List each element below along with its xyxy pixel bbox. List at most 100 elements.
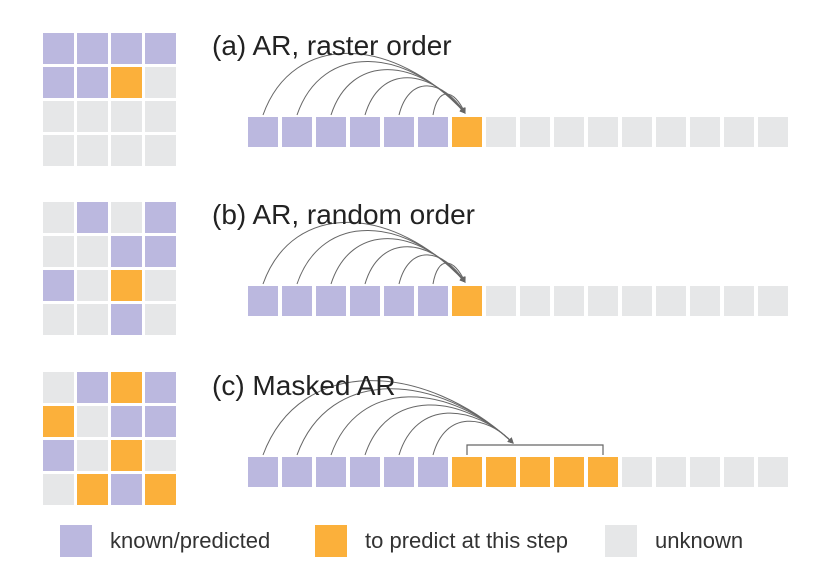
panel-a-token-known [350,117,380,147]
panel-a-grid-cell-unknown [145,101,176,132]
panel-c-token-unknown [690,457,720,487]
panel-b-token-known [418,286,448,316]
panel-c-token-known [248,457,278,487]
panel-c-token-known [418,457,448,487]
panel-b-token-unknown [554,286,584,316]
panel-b-token-known [350,286,380,316]
panel-a-grid-cell-known [43,33,74,64]
panel-c-target-bracket [466,444,604,455]
panel-a-token-known [248,117,278,147]
panel-c-token-known [350,457,380,487]
panel-b-token-unknown [656,286,686,316]
panel-c-grid-cell-known [145,372,176,403]
panel-a-token-unknown [622,117,652,147]
panel-b-dependency-arrow [364,246,466,285]
panel-a-grid-cell-predict [111,67,142,98]
panel-c-token-known [384,457,414,487]
panel-c-dependency-arrow [398,412,514,456]
panel-a-token-unknown [554,117,584,147]
panel-a-grid-cell-known [77,33,108,64]
panel-a-token-unknown [588,117,618,147]
panel-c-grid-cell-predict [111,372,142,403]
panel-b-grid-cell-predict [111,270,142,301]
panel-a-token-predict [452,117,482,147]
panel-c-grid-cell-unknown [43,372,74,403]
panel-c-token-unknown [656,457,686,487]
panel-c-grid-cell-unknown [77,440,108,471]
panel-a-token-unknown [758,117,788,147]
panel-b-grid-cell-unknown [145,304,176,335]
panel-a-token-unknown [486,117,516,147]
panel-a-token-unknown [690,117,720,147]
panel-b-token-known [316,286,346,316]
panel-a-token-known [384,117,414,147]
panel-c-token-unknown [724,457,754,487]
panel-b-token-unknown [588,286,618,316]
panel-a-title: (a) AR, raster order [212,30,452,61]
panel-a-dependency-arrow [432,93,466,116]
panel-a-grid-cell-unknown [77,101,108,132]
panel-c-token-unknown [622,457,652,487]
legend-unknown-swatch [605,525,637,557]
panel-c-grid-cell-unknown [43,474,74,505]
panel-b-grid-cell-known [111,304,142,335]
panel-a-grid-cell-known [145,33,176,64]
panel-a-token-unknown [656,117,686,147]
panel-a-token-known [282,117,312,147]
panel-c-grid-cell-unknown [77,406,108,437]
panel-c-token-predict [588,457,618,487]
legend-known-label: known/predicted [110,528,271,553]
panel-c-grid-cell-known [145,406,176,437]
panel-c-dependency-arrow [364,404,514,456]
panel-a-grid-cell-known [77,67,108,98]
panel-c-token-known [316,457,346,487]
panel-c-grid-cell-unknown [145,440,176,471]
legend-known-swatch [60,525,92,557]
panel-c-grid-cell-predict [77,474,108,505]
panel-a-grid-cell-known [111,33,142,64]
panel-b-grid-cell-known [145,202,176,233]
panel-c-token-known [282,457,312,487]
panel-a-grid-cell-unknown [145,67,176,98]
panel-b-token-known [248,286,278,316]
panel-a-token-unknown [724,117,754,147]
panel-b-token-unknown [690,286,720,316]
panel-c-grid-cell-predict [145,474,176,505]
panel-b-token-known [282,286,312,316]
panel-b-token-unknown [622,286,652,316]
panel-b-grid-cell-known [43,270,74,301]
panel-a-grid-cell-unknown [111,101,142,132]
panel-b-grid-cell-known [111,236,142,267]
panel-b-token-unknown [758,286,788,316]
panel-a-dependency-arrow [330,69,466,116]
panel-c-grid-cell-predict [111,440,142,471]
panel-a-token-known [418,117,448,147]
panel-b-grid-cell-unknown [43,236,74,267]
panel-a-grid-cell-unknown [111,135,142,166]
panel-b-grid-cell-unknown [77,304,108,335]
legend-predict-swatch [315,525,347,557]
panel-c-token-predict [452,457,482,487]
panel-b-title: (b) AR, random order [212,199,475,230]
panel-b-grid-cell-unknown [43,304,74,335]
panel-c-token-predict [486,457,516,487]
panel-a-grid-cell-unknown [43,135,74,166]
panel-c-token-predict [520,457,550,487]
panel-b-grid-cell-known [145,236,176,267]
panel-a-token-known [316,117,346,147]
panel-b-grid-cell-unknown [77,236,108,267]
panel-b-grid-cell-unknown [77,270,108,301]
panel-a-token-unknown [520,117,550,147]
panel-a-grid-cell-unknown [77,135,108,166]
panel-c-grid-cell-known [111,474,142,505]
panel-b-token-unknown [724,286,754,316]
panel-c-token-predict [554,457,584,487]
panel-c-dependency-arrow [432,420,514,456]
panel-c-token-unknown [758,457,788,487]
panel-b-grid-cell-unknown [145,270,176,301]
panel-b-grid-cell-unknown [43,202,74,233]
panel-a-grid-cell-unknown [43,101,74,132]
panel-a-dependency-arrow [398,85,466,116]
panel-b-dependency-arrow [330,238,466,285]
